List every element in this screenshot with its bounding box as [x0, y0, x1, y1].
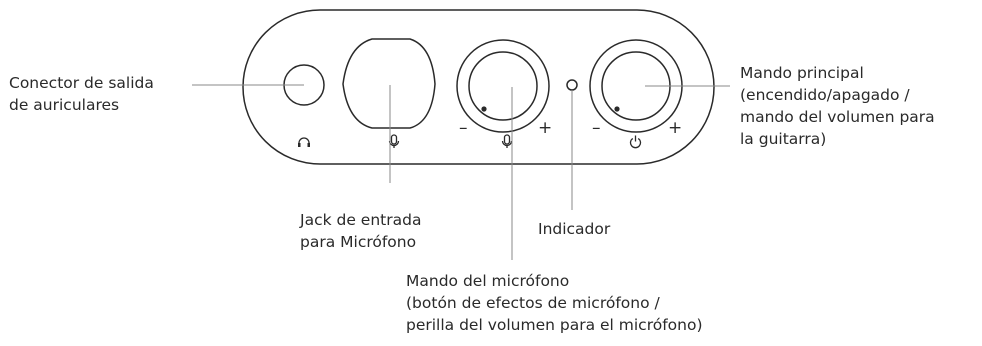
microphone-icon	[501, 134, 513, 148]
label-line: mando del volumen para	[740, 108, 935, 126]
microphone-icon	[388, 134, 400, 148]
label-line: para Micrófono	[300, 233, 417, 251]
label-line: la guitarra)	[740, 130, 827, 148]
label-line: Mando principal	[740, 64, 864, 82]
label-indicator: Indicador	[538, 218, 610, 240]
main-knob-plus-sign: +	[668, 118, 683, 138]
label-line: de auriculares	[9, 96, 120, 114]
main-knob-minus-sign: –	[592, 118, 601, 138]
indicator-led	[566, 79, 578, 91]
label-line: Jack de entrada	[300, 211, 422, 229]
device-panel-outline	[242, 9, 715, 165]
label-line: Conector de salida	[9, 74, 154, 92]
mic-knob-minus-sign: –	[459, 118, 468, 138]
label-main-knob: Mando principal (encendido/apagado / man…	[740, 62, 935, 150]
label-line: Mando del micrófono	[406, 272, 570, 290]
power-icon	[629, 135, 642, 149]
label-line: (encendido/apagado /	[740, 86, 910, 104]
mic-input-jack	[342, 38, 436, 129]
mic-knob-plus-sign: +	[538, 118, 553, 138]
mic-knob-ring	[456, 39, 550, 133]
label-line: Indicador	[538, 220, 611, 238]
headphones-icon	[298, 137, 310, 147]
main-knob-pointer	[614, 106, 620, 112]
label-mic-knob: Mando del micrófono (botón de efectos de…	[406, 270, 703, 336]
label-line: (botón de efectos de micrófono /	[406, 294, 660, 312]
mic-knob-pointer	[481, 106, 487, 112]
label-headphone-output: Conector de salida de auriculares	[9, 72, 154, 116]
mic-knob	[468, 51, 538, 121]
label-mic-input-jack: Jack de entrada para Micrófono	[300, 209, 421, 253]
label-line: perilla del volumen para el micrófono)	[406, 316, 703, 334]
